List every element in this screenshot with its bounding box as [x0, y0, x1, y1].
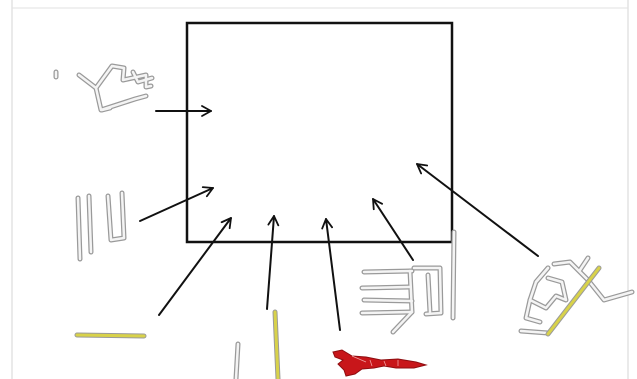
arrow-bottom-left	[158, 217, 232, 316]
arrow-left	[139, 186, 214, 222]
arrow-bottom-right	[372, 198, 414, 261]
fragment-red-shape	[332, 349, 428, 377]
fragment-gray-and-yellow-vertical-lines	[233, 309, 281, 379]
fragment-road-network-right	[518, 255, 635, 337]
arrow-right	[416, 163, 539, 257]
target-box	[185, 21, 454, 244]
arrow-bottom-center	[321, 218, 341, 331]
fragment-building-outline-bottom	[359, 229, 457, 335]
fragment-vertical-bars-left	[75, 190, 127, 262]
fragment-yellow-horizontal-bar	[74, 332, 147, 339]
arrow-bottom-center-left	[266, 215, 280, 310]
fragment-road-network-top-left	[53, 63, 155, 113]
